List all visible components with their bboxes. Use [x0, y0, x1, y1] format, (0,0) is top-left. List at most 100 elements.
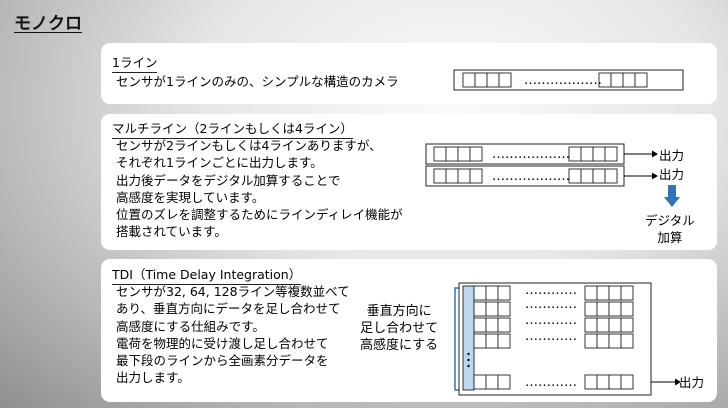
- section-description: センサが32, 64, 128ライン等複数並べて あり、垂直方向にデータを足し合…: [116, 283, 350, 387]
- pixel-cell: [608, 374, 622, 390]
- pixel-cell: [568, 168, 582, 184]
- desc-line: センサが1ラインのみの、シンプルな構造のカメラ: [116, 74, 399, 89]
- pixel-cell: [608, 317, 622, 333]
- pixel-cell: [486, 72, 500, 88]
- pixel-cell: [608, 301, 622, 317]
- output-label: 出力: [659, 167, 685, 182]
- desc-line: 高感度にする仕組みです。: [116, 318, 265, 334]
- output-label: 出力: [679, 375, 705, 390]
- pixel-cell: [592, 146, 606, 162]
- pixel-cell: [497, 285, 511, 301]
- pixel-cell: [485, 301, 499, 317]
- desc-line: それぞれ1ラインごとに出力します。: [116, 155, 323, 171]
- ellipsis-dots: …………: [525, 297, 577, 312]
- pixel-cell: [596, 285, 610, 301]
- pixel-cell: [584, 374, 598, 390]
- annotation-line: 垂直方向に: [366, 304, 432, 319]
- pixel-cell: [485, 285, 499, 301]
- single-line-sensor-diagram: ………………: [453, 69, 684, 91]
- desc-line: あり、垂直方向にデータを足し合わせて: [116, 301, 341, 317]
- pixel-cell: [622, 72, 636, 88]
- section-multi-line: マルチライン（2ラインもしくは4ライン） センサが2ラインもしくは4ラインありま…: [101, 114, 717, 250]
- label-line: 加算: [657, 230, 683, 245]
- section-description: センサが1ラインのみの、シンプルな構造のカメラ: [116, 73, 399, 90]
- desc-line: 搭載されています。: [116, 224, 227, 240]
- pixel-cell: [497, 333, 511, 349]
- vertical-dot: [467, 358, 470, 362]
- transfer-column: [462, 285, 475, 391]
- pixel-cell: [596, 374, 610, 390]
- ellipsis-dots: …………: [525, 313, 577, 328]
- output-label: 出力: [659, 148, 685, 163]
- pixel-cell: [497, 374, 511, 390]
- pixel-cell: [596, 333, 610, 349]
- pixel-cell: [620, 333, 634, 349]
- section-tdi: TDI（Time Delay Integration） センサが32, 64, …: [101, 259, 717, 402]
- vertical-dot: [467, 364, 470, 368]
- pixel-cell: [584, 333, 598, 349]
- pixel-cell: [498, 72, 512, 88]
- pixel-cell: [596, 301, 610, 317]
- ellipsis-dots: …………: [525, 329, 577, 344]
- section-heading: TDI（Time Delay Integration）: [112, 264, 302, 285]
- pixel-cell: [620, 317, 634, 333]
- vertical-dot: [467, 352, 470, 356]
- page-title: モノクロ: [14, 14, 82, 34]
- pixel-cell: [473, 317, 487, 333]
- bracket-icon: [454, 287, 459, 391]
- pixel-cell: [610, 72, 624, 88]
- pixel-cell: [445, 146, 459, 162]
- pixel-cell: [592, 168, 606, 184]
- pixel-cell: [584, 285, 598, 301]
- desc-line: 高感度を実現しています。: [116, 189, 265, 205]
- desc-line: センサが32, 64, 128ライン等複数並べて: [116, 284, 350, 299]
- arrow-right-icon: [652, 150, 658, 158]
- pixel-cell: [604, 168, 618, 184]
- ellipsis-dots: ………………: [492, 147, 570, 162]
- pixel-cell: [584, 317, 598, 333]
- pixel-cell: [457, 168, 471, 184]
- pixel-cell: [634, 72, 648, 88]
- pixel-cell: [469, 146, 483, 162]
- tdi-sensor-diagram: ………… ………… ………… ………… …………: [454, 282, 681, 396]
- pixel-cell: [473, 333, 487, 349]
- pixel-cell: [580, 146, 594, 162]
- pixel-cell: [485, 333, 499, 349]
- pixel-cell: [620, 301, 634, 317]
- arrow-right-icon: [652, 172, 658, 180]
- pixel-cell: [497, 301, 511, 317]
- section-description: センサが2ラインもしくは4ラインありますが、 それぞれ1ラインごとに出力します。…: [116, 137, 403, 241]
- ellipsis-dots: …………: [525, 283, 577, 298]
- pixel-cell: [433, 146, 447, 162]
- annotation-line: 高感度にする: [360, 338, 439, 353]
- multi-line-sensor-diagram: ……………… ………………: [425, 143, 658, 187]
- digital-addition-label: デジタル 加算: [645, 212, 695, 246]
- section-heading: 1ライン: [112, 52, 158, 73]
- ellipsis-dots: ………………: [524, 73, 602, 88]
- pixel-cell: [604, 146, 618, 162]
- ellipsis-dots: …………: [525, 375, 577, 390]
- pixel-cell: [462, 72, 476, 88]
- pixel-cell: [497, 317, 511, 333]
- annotation-line: 足し合わせて: [360, 321, 439, 336]
- down-arrow-icon: [664, 185, 680, 207]
- section-heading: マルチライン（2ラインもしくは4ライン）: [112, 118, 353, 139]
- pixel-cell: [473, 301, 487, 317]
- desc-line: 最下段のラインから全画素分データを: [116, 353, 329, 369]
- arrow-right-icon: [675, 378, 681, 386]
- pixel-cell: [584, 301, 598, 317]
- desc-line: 出力します。: [116, 370, 190, 386]
- desc-line: 電荷を物理的に受け渡し足し合わせて: [116, 335, 329, 351]
- pixel-cell: [445, 168, 459, 184]
- pixel-cell: [457, 146, 471, 162]
- desc-line: 出力後データをデジタル加算することで: [116, 172, 341, 188]
- pixel-cell: [473, 285, 487, 301]
- desc-line: センサが2ラインもしくは4ラインありますが、: [116, 138, 382, 153]
- pixel-cell: [433, 168, 447, 184]
- vertical-sum-annotation: 垂直方向に 足し合わせて 高感度にする: [360, 303, 438, 354]
- ellipsis-dots: ………………: [492, 169, 570, 184]
- pixel-cell: [568, 146, 582, 162]
- desc-line: 位置のズレを調整するためにラインディレイ機能が: [116, 207, 403, 223]
- pixel-cell: [620, 374, 634, 390]
